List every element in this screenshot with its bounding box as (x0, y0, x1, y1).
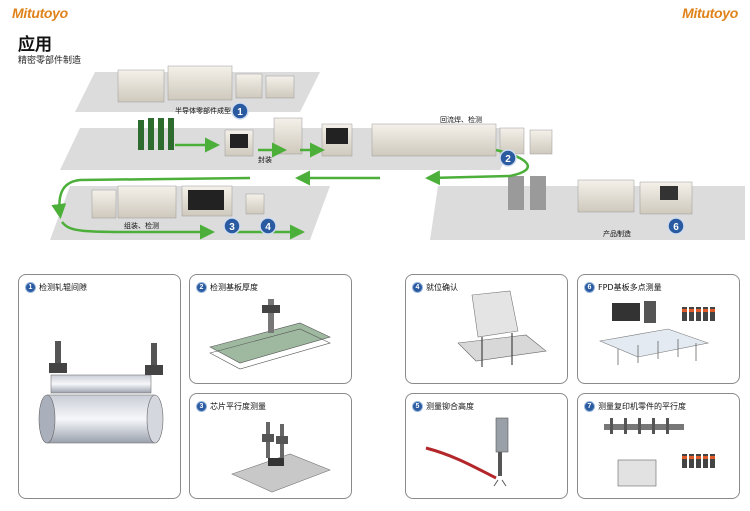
card-title-text: 检测轧辊间隙 (39, 283, 87, 292)
copier-gauge-illustration (604, 418, 715, 487)
label-reflow: 回流焊、检测 (440, 115, 482, 124)
machines-middle (138, 117, 553, 157)
substrate-conveyor-illustration (209, 299, 331, 370)
card-title: 1 检测轧辊间隙 (25, 282, 87, 293)
card-position-check: 4 就位确认 (405, 274, 568, 384)
label-assembly: 组装、检测 (124, 221, 159, 230)
card-title: 3 芯片平行度测量 (196, 401, 266, 412)
card-title-text: 测量铆合高度 (426, 402, 474, 411)
card-copier-parallelism: 7 测量复印机零件的平行度 (577, 393, 740, 499)
card-chip-parallelism: 3 芯片平行度测量 (189, 393, 352, 499)
machines-top (117, 65, 295, 103)
production-line-diagram: 1 2 3 4 6 半导体零部件成型 回流焊、检测 封装 组装、检测 产品制造 (50, 65, 745, 240)
card-title-text: 就位确认 (426, 283, 458, 292)
card-title-text: 测量复印机零件的平行度 (598, 402, 686, 411)
svg-text:1: 1 (237, 107, 243, 118)
machines-lower-right (508, 176, 693, 215)
chip-gauge-illustration (231, 422, 331, 493)
number-badge: 4 (412, 282, 423, 293)
step-badge-6: 6 (667, 217, 685, 235)
card-crimp-height: 5 测量铆合高度 (405, 393, 568, 499)
number-badge: 3 (196, 401, 207, 412)
fixture-illustration (457, 290, 547, 367)
card-title-text: 检测基板厚度 (210, 283, 258, 292)
number-badge: 2 (196, 282, 207, 293)
card-title: 7 测量复印机零件的平行度 (584, 401, 686, 412)
card-title: 2 检测基板厚度 (196, 282, 258, 293)
step-badge-4: 4 (259, 217, 277, 235)
svg-text:3: 3 (229, 222, 235, 233)
card-title: 5 测量铆合高度 (412, 401, 474, 412)
card-roll-gap: 1 检测轧辊间隙 (18, 274, 181, 499)
page-subtitle: 精密零部件制造 (18, 56, 82, 66)
card-title: 6 FPD基板多点测量 (584, 282, 662, 293)
number-badge: 5 (412, 401, 423, 412)
crimp-gauge-illustration (425, 417, 509, 487)
card-title-text: 芯片平行度测量 (210, 402, 266, 411)
label-packaging: 封装 (258, 155, 272, 164)
card-substrate-thickness: 2 检测基板厚度 (189, 274, 352, 384)
fpd-array-illustration (598, 301, 715, 365)
roll-gauge-illustration (38, 341, 164, 444)
step-badge-2: 2 (499, 149, 517, 167)
card-title: 4 就位确认 (412, 282, 458, 293)
card-title-text: FPD基板多点测量 (598, 283, 662, 292)
svg-text:4: 4 (265, 222, 271, 233)
svg-text:6: 6 (673, 222, 679, 233)
number-badge: 1 (25, 282, 36, 293)
mitutoyo-logo-left: Mitutoyo (12, 5, 68, 21)
flow-arrows (51, 137, 530, 240)
svg-text:2: 2 (505, 154, 511, 165)
label-product: 产品制造 (603, 229, 631, 238)
card-fpd-multipoint: 6 FPD基板多点测量 (577, 274, 740, 384)
mitutoyo-logo-right: Mitutoyo (682, 5, 738, 21)
label-semiconductor: 半导体零部件成型 (175, 106, 231, 115)
page-title: 应用 (18, 35, 52, 55)
machines-lower-left (91, 185, 265, 219)
number-badge: 7 (584, 401, 595, 412)
number-badge: 6 (584, 282, 595, 293)
step-badge-1: 1 (231, 102, 249, 120)
step-badge-3: 3 (223, 217, 241, 235)
